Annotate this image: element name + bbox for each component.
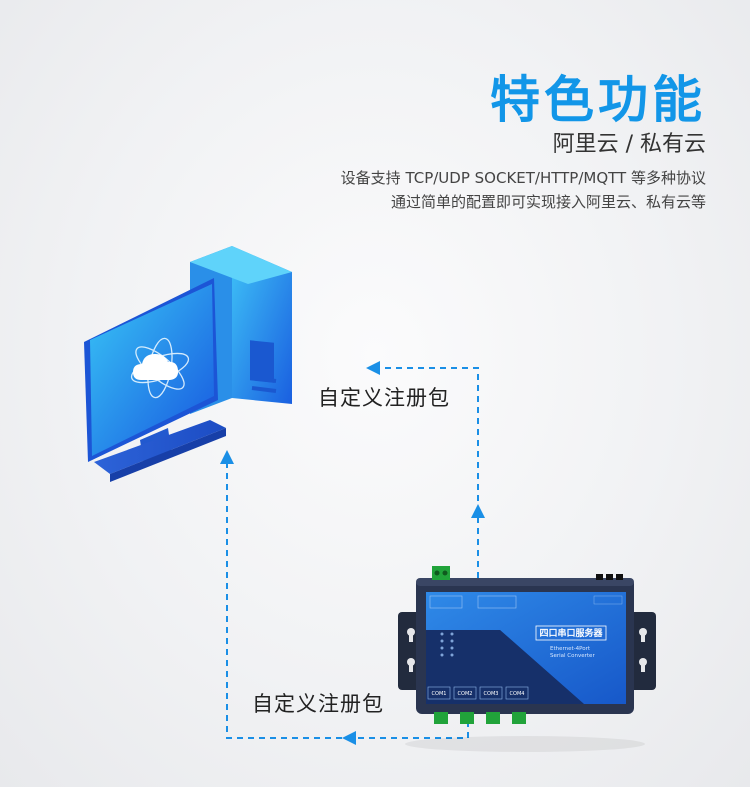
device-name-en-2: Serial Converter [550,653,595,659]
desktop-computer-cloud-icon [84,246,292,482]
serial-server-device: 四口串口服务器 Ethernet-4Port Serial Converter … [398,566,656,752]
page-subtitle: 阿里云 / 私有云 [552,132,706,157]
feature-description: 设备支持 TCP/UDP SOCKET/HTTP/MQTT 等多种协议 通过简单… [341,166,706,214]
arrow-heads [220,361,485,745]
com3-label: COM3 [484,691,499,697]
device-name-cn: 四口串口服务器 [539,627,603,639]
description-line-2: 通过简单的配置即可实现接入阿里云、私有云等 [390,193,706,211]
flow-label-top: 自定义注册包 [318,386,450,410]
description-line-1: 设备支持 TCP/UDP SOCKET/HTTP/MQTT 等多种协议 [340,169,706,187]
device-name-en-1: Ethernet-4Port [550,646,591,652]
com1-label: COM1 [432,691,447,697]
page-title: 特色功能 [490,71,706,129]
com2-label: COM2 [458,691,473,697]
com4-label: COM4 [510,691,525,697]
flow-label-bottom: 自定义注册包 [252,692,384,716]
